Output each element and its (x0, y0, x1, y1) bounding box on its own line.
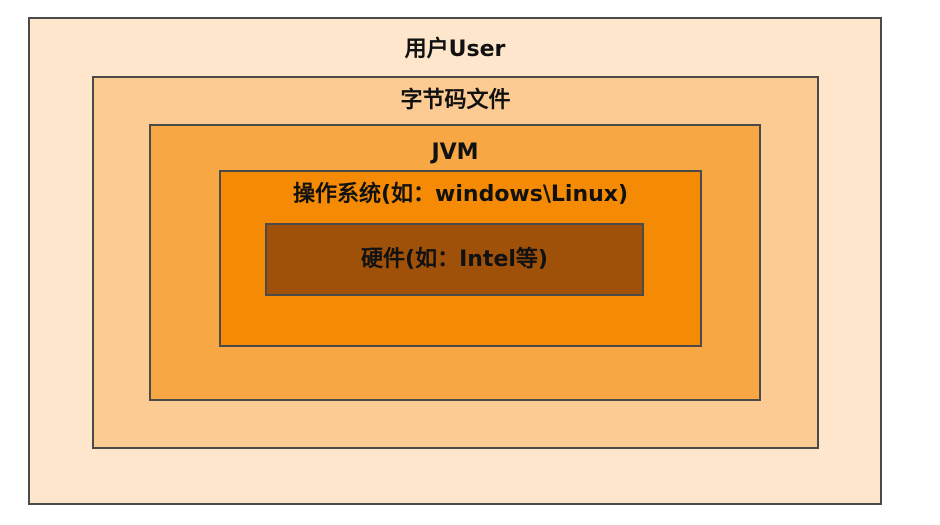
layer-user-label: 用户User (404, 37, 506, 62)
layer-hardware-label: 硬件(如：Intel等) (361, 247, 548, 272)
layer-hardware: 硬件(如：Intel等) (265, 223, 644, 296)
layer-jvm-label: JVM (431, 140, 479, 165)
layer-operating-system-label: 操作系统(如：windows\Linux) (292, 182, 629, 207)
layer-bytecode-file-label: 字节码文件 (400, 88, 511, 113)
